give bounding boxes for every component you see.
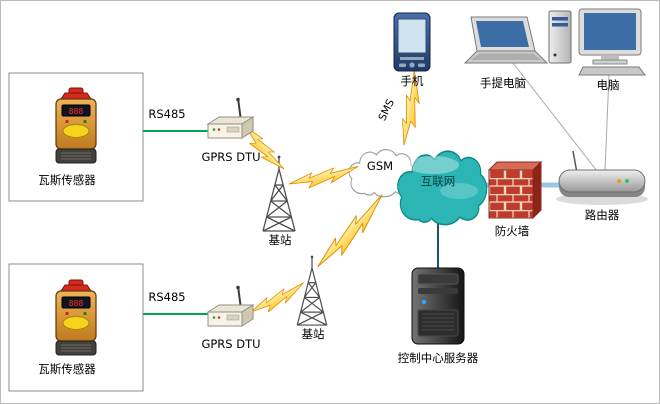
router-icon [556,150,648,205]
station1-label: 基站 [268,233,292,247]
base-station-icon-1 [262,154,296,232]
dtu2-label: GPRS DTU [201,337,261,351]
gas-sensor-icon-1 [55,87,97,164]
router-laptop-line [512,62,598,172]
desktop-computer-icon [548,8,646,76]
sensor1-label: 瓦斯传感器 [38,173,96,187]
router-label: 路由器 [584,208,620,222]
internet-cloud-highlight [407,156,459,174]
internet-label: 互联网 [420,174,456,188]
bolt-dtu2-station2 [247,279,309,319]
phone-label: 手机 [400,74,424,88]
server-label: 控制中心服务器 [397,351,479,365]
rs485-link1-label: RS485 [148,107,186,121]
rs485-link2-label: RS485 [148,290,186,304]
mobile-phone-icon [393,12,431,72]
gprs-dtu-icon-1 [207,96,254,139]
firewall-icon [487,160,543,220]
gas-sensor-icon-2 [55,279,97,356]
internet-cloud-highlight-2 [440,183,478,199]
sensor2-label: 瓦斯传感器 [38,362,96,376]
gsm-label: GSM [366,159,394,173]
bolt-station2-internet [311,192,393,274]
server-icon [411,267,465,345]
desktop-label: 电脑 [596,78,620,92]
firewall-label: 防火墙 [494,224,530,238]
router-desktop-line [604,74,610,172]
laptop-label: 手提电脑 [480,76,526,90]
gprs-dtu-icon-2 [207,284,254,327]
laptop-icon [463,16,549,64]
base-station-icon-2 [296,255,328,326]
station2-label: 基站 [301,327,325,341]
dtu1-label: GPRS DTU [201,150,261,164]
